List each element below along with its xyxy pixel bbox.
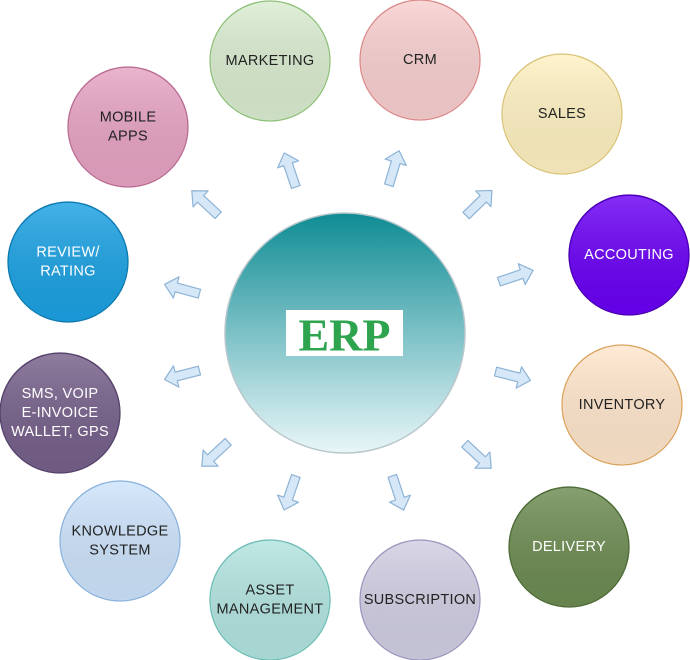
module-label: WALLET, GPS [11,424,109,440]
module-shading [1,354,119,472]
module-label: INVENTORY [579,397,666,413]
arrow-to-sms-voip [163,365,202,388]
module-accouting: ACCOUTING [568,194,690,316]
arrow-shape [277,152,301,190]
arrow-shape [164,276,202,299]
module-label: RATING [40,264,96,280]
module-knowledge-system: KNOWLEDGE SYSTEM [59,480,181,602]
module-sms-voip: SMS, VOIP E-INVOICE WALLET, GPS [0,352,121,474]
module-shading [570,196,688,314]
module-label: ACCOUTING [584,247,674,263]
module-inventory: INVENTORY [561,344,683,466]
arrow-to-delivery [461,439,492,469]
arrow-shape [191,190,222,220]
module-shading [211,2,329,120]
module-label: MOBILE [100,110,157,126]
module-review-rating: REVIEW/RATING [7,201,129,323]
module-label: SALES [538,106,586,122]
module-label: MARKETING [226,53,315,69]
arrow-shape [163,365,202,388]
arrow-shape [201,437,232,467]
module-subscription: SUBSCRIPTION [359,539,481,660]
module-label: CRM [403,52,437,68]
module-asset-management: ASSET MANAGEMENT [209,539,331,660]
module-crm: CRM [359,0,481,121]
module-label: SUBSCRIPTION [364,592,476,608]
arrow-to-inventory [493,366,532,389]
module-label: SYSTEM [89,543,150,559]
arrow-to-crm [383,150,407,188]
arrow-shape [277,473,301,511]
module-shading [361,1,479,119]
erp-hub: ERP [224,212,466,454]
arrow-to-accouting [496,263,534,287]
arrow-shape [493,366,532,389]
module-delivery: DELIVERY [508,486,630,608]
erp-label-box [286,310,403,356]
module-sales: SALES [501,53,623,175]
module-label: SMS, VOIP [22,386,99,402]
arrow-to-subscription [387,473,411,511]
arrow-shape [496,263,534,287]
arrow-shape [461,439,492,469]
erp-label: ERP [299,310,391,361]
module-label: APPS [108,129,148,145]
module-shading [503,55,621,173]
module-label: DELIVERY [532,539,606,555]
module-shading [61,482,179,600]
module-shading [563,346,681,464]
module-shading [69,68,187,186]
module-shading [211,541,329,659]
module-label: E-INVOICE [22,405,99,421]
arrow-to-knowledge-system [201,437,232,467]
arrow-to-sales [462,189,493,220]
module-label: REVIEW/ [36,245,100,261]
arrow-to-review-rating [164,276,202,299]
arrow-shape [387,473,411,511]
arrow-shape [462,189,493,220]
module-shading [361,541,479,659]
module-shading [9,203,127,321]
module-label: MANAGEMENT [217,602,324,618]
module-shading [510,488,628,606]
arrow-to-asset-management [277,473,301,511]
arrow-to-mobile-apps [191,190,222,220]
module-label: KNOWLEDGE [72,524,169,540]
module-mobile-apps: MOBILE APPS [67,66,189,188]
module-label: ASSET [245,583,294,599]
module-marketing: MARKETING [209,0,331,122]
arrow-to-marketing [277,152,301,190]
arrow-shape [383,150,407,188]
arrows-layer [163,150,534,511]
